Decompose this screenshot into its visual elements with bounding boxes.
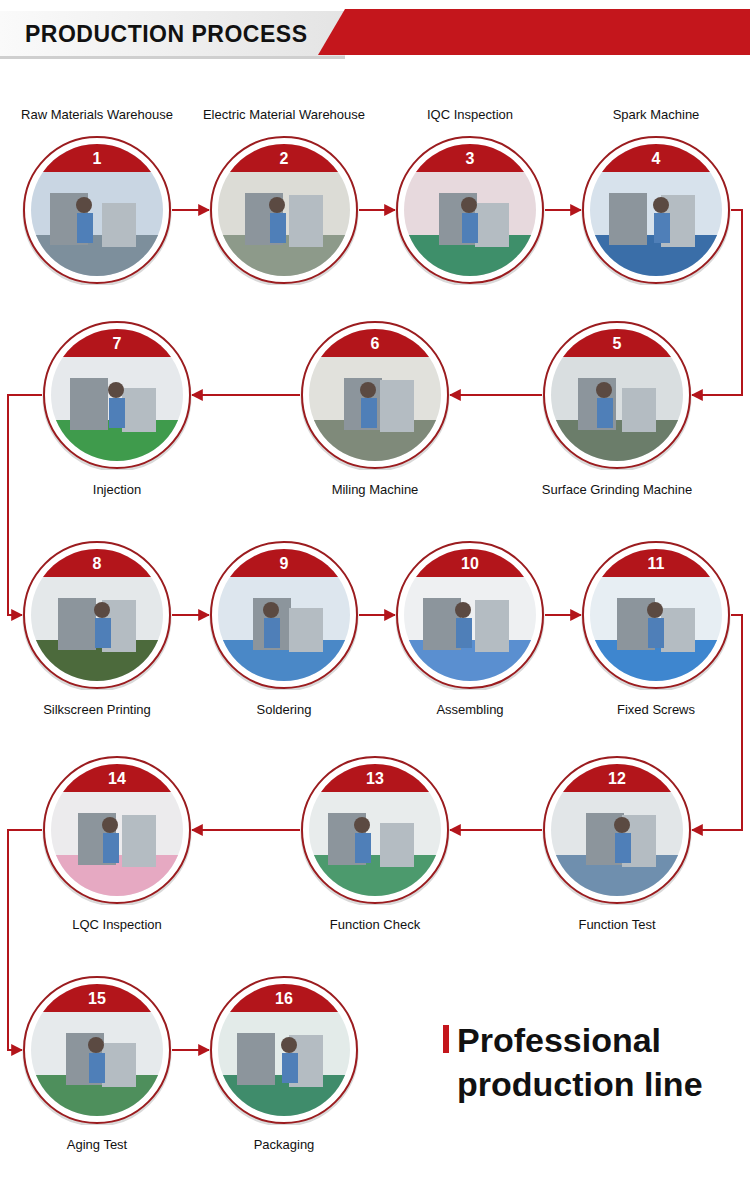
flow-arrow bbox=[359, 614, 395, 616]
flow-arrow bbox=[359, 209, 395, 211]
photo bbox=[300, 755, 450, 905]
process-step: 16Packaging bbox=[209, 975, 359, 1125]
step-label: Electric Material Warehouse bbox=[164, 107, 404, 123]
step-number: 2 bbox=[209, 149, 359, 169]
process-step: 14LQC Inspection bbox=[42, 755, 192, 905]
step-number: 13 bbox=[300, 769, 450, 789]
photo bbox=[395, 540, 545, 690]
step-label: Surface Grinding Machine bbox=[497, 482, 737, 498]
slogan-text: Professional production line bbox=[457, 1018, 747, 1106]
step-number: 10 bbox=[395, 554, 545, 574]
photo bbox=[581, 540, 731, 690]
page-title: PRODUCTION PROCESS bbox=[25, 20, 307, 48]
photo bbox=[22, 975, 172, 1125]
photo bbox=[542, 755, 692, 905]
header-panel bbox=[0, 11, 345, 56]
step-number: 4 bbox=[581, 149, 731, 169]
step-label: Spark Machine bbox=[536, 107, 750, 123]
step-label: Silkscreen Printing bbox=[0, 702, 217, 718]
step-label: Packaging bbox=[164, 1137, 404, 1153]
step-label: Function Check bbox=[255, 917, 495, 933]
photo bbox=[209, 975, 359, 1125]
step-label: Function Test bbox=[497, 917, 737, 933]
photo bbox=[395, 135, 545, 285]
step-number: 14 bbox=[42, 769, 192, 789]
photo bbox=[209, 540, 359, 690]
photo bbox=[42, 320, 192, 470]
process-step: 9Soldering bbox=[209, 540, 359, 690]
flow-arrow bbox=[450, 394, 542, 396]
step-label: Aging Test bbox=[0, 1137, 217, 1153]
step-number: 6 bbox=[300, 334, 450, 354]
step-label: Miling Machine bbox=[255, 482, 495, 498]
slogan-bar bbox=[443, 1025, 449, 1053]
step-label: Fixed Screws bbox=[536, 702, 750, 718]
flow-arrow bbox=[172, 1049, 209, 1051]
step-label: Soldering bbox=[164, 702, 404, 718]
step-number: 5 bbox=[542, 334, 692, 354]
flow-arrow bbox=[450, 829, 542, 831]
step-number: 9 bbox=[209, 554, 359, 574]
photo bbox=[581, 135, 731, 285]
step-number: 8 bbox=[22, 554, 172, 574]
process-step: 11Fixed Screws bbox=[581, 540, 731, 690]
flow-arrow bbox=[172, 614, 209, 616]
process-step: 15Aging Test bbox=[22, 975, 172, 1125]
process-step: 4Spark Machine bbox=[581, 135, 731, 285]
process-step: 2Electric Material Warehouse bbox=[209, 135, 359, 285]
step-number: 3 bbox=[395, 149, 545, 169]
process-step: 6Miling Machine bbox=[300, 320, 450, 470]
photo bbox=[542, 320, 692, 470]
flow-arrow bbox=[172, 209, 209, 211]
step-number: 1 bbox=[22, 149, 172, 169]
step-number: 12 bbox=[542, 769, 692, 789]
step-number: 15 bbox=[22, 989, 172, 1009]
step-label: Assembling bbox=[350, 702, 590, 718]
process-step: 5Surface Grinding Machine bbox=[542, 320, 692, 470]
step-number: 16 bbox=[209, 989, 359, 1009]
process-step: 3IQC Inspection bbox=[395, 135, 545, 285]
process-step: 13Function Check bbox=[300, 755, 450, 905]
flow-arrow bbox=[545, 614, 581, 616]
process-step: 7Injection bbox=[42, 320, 192, 470]
process-step: 1Raw Materials Warehouse bbox=[22, 135, 172, 285]
flow-arrow bbox=[545, 209, 581, 211]
header-band bbox=[318, 9, 750, 55]
photo bbox=[22, 540, 172, 690]
step-label: LQC Inspection bbox=[0, 917, 237, 933]
flow-arrow bbox=[192, 394, 300, 396]
step-label: Raw Materials Warehouse bbox=[0, 107, 217, 123]
step-number: 11 bbox=[581, 554, 731, 574]
flow-arrow bbox=[192, 829, 300, 831]
photo bbox=[209, 135, 359, 285]
process-step: 10Assembling bbox=[395, 540, 545, 690]
step-label: Injection bbox=[0, 482, 237, 498]
process-step: 8Silkscreen Printing bbox=[22, 540, 172, 690]
photo bbox=[22, 135, 172, 285]
process-step: 12Function Test bbox=[542, 755, 692, 905]
step-number: 7 bbox=[42, 334, 192, 354]
photo bbox=[300, 320, 450, 470]
step-label: IQC Inspection bbox=[350, 107, 590, 123]
photo bbox=[42, 755, 192, 905]
